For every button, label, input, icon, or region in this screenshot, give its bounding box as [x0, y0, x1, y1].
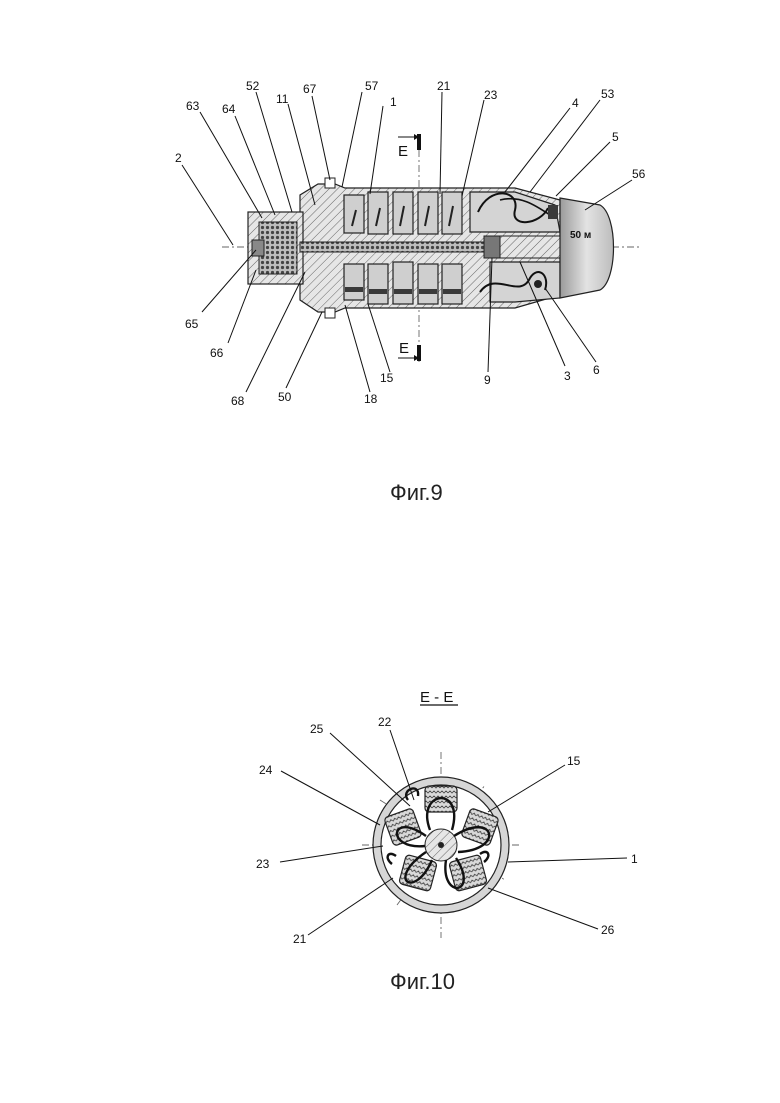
ref-65: 65: [185, 317, 199, 331]
fig10-caption: Фиг.10: [390, 969, 455, 994]
ref-11: 11: [276, 92, 289, 106]
nose-cap: [560, 198, 614, 298]
ref-68: 68: [231, 394, 245, 408]
ref-53: 53: [601, 87, 615, 101]
lower-chambers: [344, 262, 462, 304]
figure-10: E - E: [256, 689, 638, 994]
fig9-caption: Фиг.9: [390, 480, 443, 505]
ref-2: 2: [175, 151, 182, 165]
ref-21: 21: [437, 79, 451, 93]
section-letter-bottom: E: [399, 340, 409, 357]
ref-3: 3: [564, 369, 571, 383]
ref-18: 18: [364, 392, 378, 406]
ref-1b: 1: [631, 852, 638, 866]
rear-filler: [259, 222, 297, 274]
rear-plug: [252, 240, 264, 256]
ref-26: 26: [601, 923, 615, 937]
ref-9: 9: [484, 373, 491, 387]
ref-64: 64: [222, 102, 236, 116]
fuse-capsule: [484, 236, 500, 258]
ref-52: 52: [246, 79, 260, 93]
forward-rod: [500, 236, 562, 258]
ref-66: 66: [210, 346, 224, 360]
ref-1: 1: [390, 95, 397, 109]
ref-4: 4: [572, 96, 579, 110]
ref-23: 23: [484, 88, 498, 102]
ref-22: 22: [378, 715, 392, 729]
upper-chambers: [344, 192, 462, 234]
flange-tab-bottom: [325, 308, 335, 318]
section-title: E - E: [420, 689, 453, 706]
ref-63: 63: [186, 99, 200, 113]
section-marker-top: E: [398, 134, 421, 160]
central-channel: [300, 242, 488, 252]
ref-50: 50: [278, 390, 292, 404]
ref-24: 24: [259, 763, 273, 777]
ref-6: 6: [593, 363, 600, 377]
section-marker-bottom: E: [398, 340, 421, 361]
ref-15b: 15: [567, 754, 581, 768]
central-pin: [438, 842, 444, 848]
ref-15: 15: [380, 371, 394, 385]
cap-inscription: 50 м: [570, 230, 591, 241]
figure-9: 50 м E E: [175, 79, 646, 505]
lower-payload: [490, 262, 560, 302]
ref-57: 57: [365, 79, 379, 93]
ref-56: 56: [632, 167, 646, 181]
section-letter-top: E: [398, 143, 408, 160]
ref-25: 25: [310, 722, 324, 736]
ref-21b: 21: [293, 932, 307, 946]
ref-23b: 23: [256, 857, 270, 871]
ref-67: 67: [303, 82, 317, 96]
ref-5: 5: [612, 130, 619, 144]
